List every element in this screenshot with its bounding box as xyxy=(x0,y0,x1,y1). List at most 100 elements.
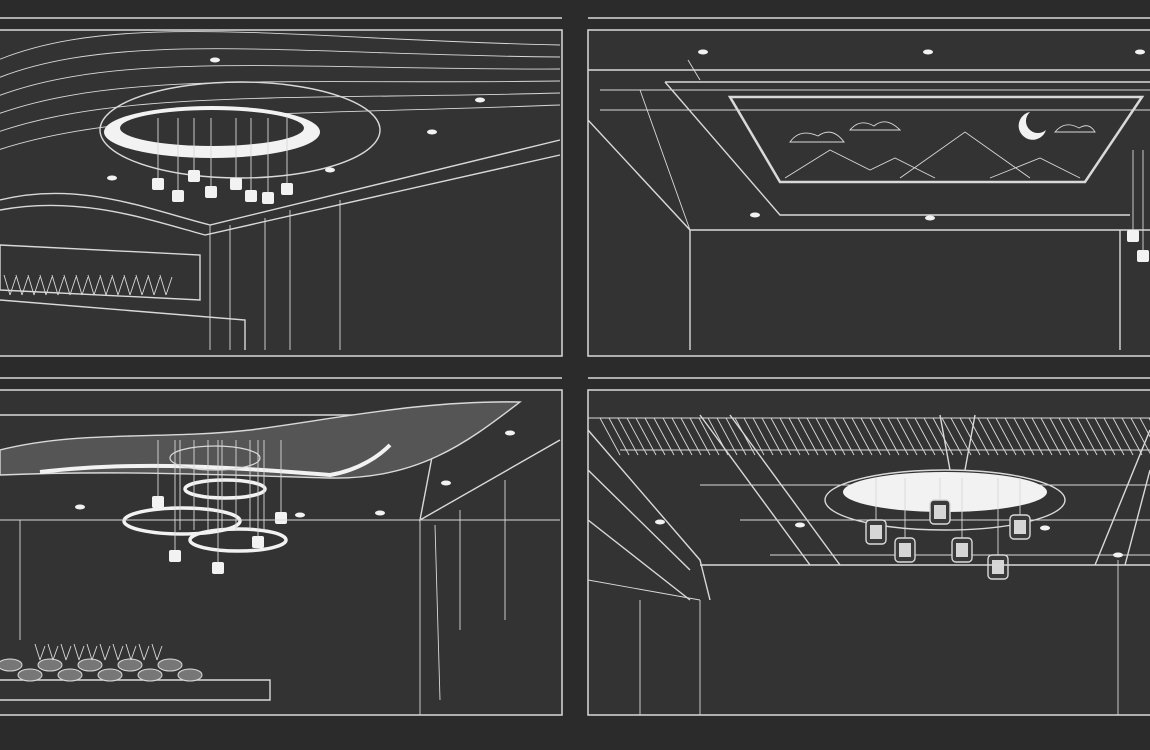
downlight xyxy=(698,49,708,55)
wood-slat xyxy=(617,417,639,456)
wall-line xyxy=(19,480,506,715)
pendant-lamp xyxy=(1127,230,1139,242)
ceiling-edge xyxy=(0,414,561,522)
wood-slat xyxy=(806,417,828,456)
wood-slat xyxy=(923,417,945,456)
panel-frame xyxy=(587,389,1150,716)
wood-slat xyxy=(1049,417,1071,456)
wood-slat xyxy=(1013,417,1035,456)
pendant-lamp xyxy=(245,190,257,202)
wood-slat xyxy=(644,417,666,456)
downlight xyxy=(441,480,451,486)
skylight xyxy=(843,472,1047,512)
plant-leaf xyxy=(39,274,53,296)
wood-slat xyxy=(959,417,981,456)
skylight-outer xyxy=(824,469,1066,531)
plant-leaf xyxy=(73,643,85,661)
wood-slat xyxy=(689,417,711,456)
wood-slat xyxy=(698,417,720,456)
plant-leaf xyxy=(99,274,113,296)
wood-slat xyxy=(1112,417,1134,456)
stone xyxy=(37,658,63,672)
pendant-lamp xyxy=(212,562,224,574)
wood-slat xyxy=(1004,417,1026,456)
pendant-lamp xyxy=(188,170,200,182)
wood-slat xyxy=(1076,417,1098,456)
downlight xyxy=(475,97,485,103)
plant-leaf xyxy=(138,643,150,661)
downlight xyxy=(375,510,385,516)
stone xyxy=(117,658,143,672)
wood-slat xyxy=(635,417,657,456)
ceiling-curve xyxy=(0,31,561,60)
downlight xyxy=(295,512,305,518)
wood-slat xyxy=(932,417,954,456)
pendant-lamp xyxy=(281,183,293,195)
pendant-lamp xyxy=(152,178,164,190)
plant-leaf xyxy=(151,643,163,661)
pendant-lamp xyxy=(230,178,242,190)
mural-clouds xyxy=(789,121,1096,143)
wood-slat xyxy=(1058,417,1080,456)
wood-slat xyxy=(761,417,783,456)
wood-slat xyxy=(1040,417,1062,456)
plant-leaf xyxy=(15,274,29,296)
chandelier-top-ring xyxy=(169,445,261,471)
stone xyxy=(77,658,103,672)
wood-slat xyxy=(1022,417,1044,456)
downlight xyxy=(107,175,117,181)
wave-ceiling xyxy=(0,401,523,479)
wood-slat xyxy=(905,417,927,456)
wood-slat xyxy=(680,417,702,456)
tray-outline xyxy=(664,81,1150,216)
plant-leaf xyxy=(135,274,149,296)
pendant-lamp xyxy=(172,190,184,202)
plant-leaf xyxy=(27,274,41,296)
panel-frame xyxy=(587,29,1150,357)
ceiling-curve xyxy=(0,48,561,78)
wood-slat xyxy=(842,417,864,456)
panel-bottom-right xyxy=(587,377,1150,716)
panel-top-left xyxy=(0,17,563,357)
wood-slat xyxy=(1130,417,1150,455)
ceiling-curve xyxy=(0,92,561,132)
wall-line xyxy=(587,560,1119,715)
pendant-lamp xyxy=(169,550,181,562)
wood-slat xyxy=(995,417,1017,456)
wood-slat xyxy=(887,417,909,456)
downlight xyxy=(750,212,760,218)
wood-slat xyxy=(869,417,891,456)
plant-leaf xyxy=(87,274,101,296)
lantern-glow xyxy=(899,543,911,557)
wood-slat xyxy=(878,417,900,456)
downlight xyxy=(795,522,805,528)
plant-leaf xyxy=(75,274,89,296)
pendant-lamp xyxy=(275,512,287,524)
wood-slat xyxy=(788,417,810,456)
pendant-lamp xyxy=(205,186,217,198)
lantern-glow xyxy=(992,560,1004,574)
pendant-lamp xyxy=(152,496,164,508)
wood-slat xyxy=(1103,417,1125,456)
downlight xyxy=(75,504,85,510)
stone xyxy=(97,668,123,682)
plant-leaf xyxy=(123,274,137,296)
wood-slat xyxy=(986,417,1008,456)
cove-inner xyxy=(120,110,304,146)
wood-slat xyxy=(725,417,747,456)
lantern-glow xyxy=(956,543,968,557)
plant-leaf xyxy=(111,274,125,296)
stone xyxy=(177,668,203,682)
wood-slat xyxy=(608,417,630,456)
grid-line xyxy=(600,59,1150,231)
ceiling-edge xyxy=(0,154,561,236)
plant-leaf xyxy=(86,643,98,661)
wood-slat xyxy=(779,417,801,456)
wood-slat xyxy=(797,417,819,456)
plant-leaf xyxy=(47,643,59,661)
wood-slat xyxy=(752,417,774,456)
downlight xyxy=(1113,552,1123,558)
plant-leaf xyxy=(34,643,46,661)
wood-slat xyxy=(1031,417,1053,456)
